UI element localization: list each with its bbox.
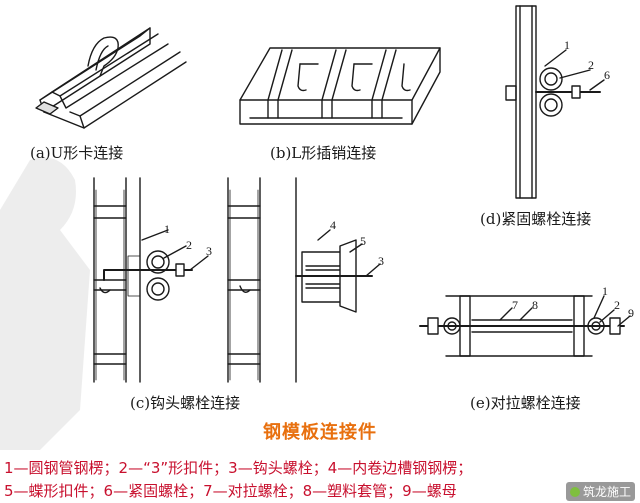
tie-bolt-drawing [419,295,631,357]
fastening-bolt-drawing [505,5,605,199]
caption-tie-bolt: (e)对拉螺栓连接 [470,394,581,412]
caption-l-pin: (b)L形插销连接 [270,144,377,162]
caption-hook-bolt: (c)钩头螺栓连接 [130,394,241,412]
label-d-2: 2 [588,58,594,72]
label-c-3: 3 [206,244,212,258]
label-c-1: 1 [164,222,170,236]
caption-fastening-bolt: (d)紧固螺栓连接 [480,210,592,228]
label-cb-4: 4 [330,218,336,232]
label-e-8: 8 [532,298,538,312]
label-c-2: 2 [186,238,192,252]
background-figure-silhouette [0,157,90,450]
caption-u-clip: (a)U形卡连接 [30,144,124,162]
l-pin-drawing [239,47,441,125]
legend-line-1: 1—圆钢管钢楞；2—“3”形扣件；3—钩头螺栓；4—内卷边槽钢钢楞； [4,459,473,477]
label-d-1: 1 [564,38,570,52]
label-cb-3: 3 [378,254,384,268]
watermark-text: 筑龙施工 [583,485,632,499]
figure-title: 钢模板连接件 [263,422,377,443]
label-d-6: 6 [604,68,610,82]
label-e-9: 9 [628,306,634,320]
watermark: 筑龙施工 [566,482,636,501]
label-e-7: 7 [512,298,518,312]
channel-steel-drawing [227,177,381,383]
label-cb-5: 5 [360,234,366,248]
hook-bolt-drawing [93,177,209,383]
watermark-logo-icon [570,487,580,497]
u-clip-drawing [35,27,187,129]
label-e-2: 2 [614,298,620,312]
label-e-1: 1 [602,284,608,298]
legend-line-2: 5—蝶形扣件；6—紧固螺栓；7—对拉螺栓；8—塑料套管；9—螺母 [4,482,457,500]
